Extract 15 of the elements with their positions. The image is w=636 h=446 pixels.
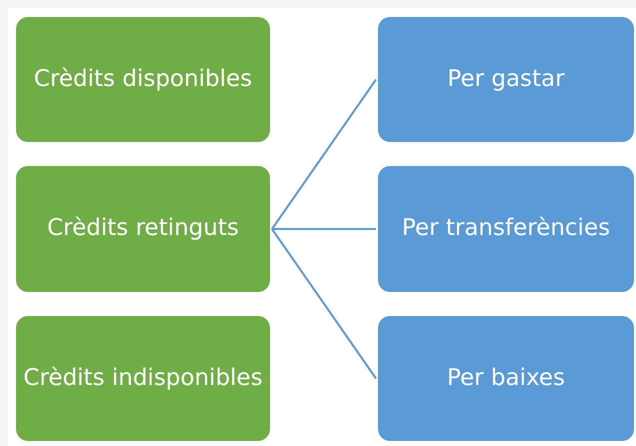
box-label: Per baixes <box>446 364 566 393</box>
box-label: Crèdits retinguts <box>47 214 239 244</box>
connector-line <box>271 228 377 380</box>
box-label: Crèdits indisponibles <box>23 364 263 393</box>
connector-line <box>271 78 377 230</box>
rounded-box <box>16 166 270 292</box>
rounded-box <box>16 17 270 142</box>
rounded-box <box>378 166 634 292</box>
rounded-box <box>378 17 634 142</box>
connector-line <box>272 228 376 230</box>
box-label: Per transferències <box>402 214 610 244</box>
box-label: Per gastar <box>447 64 565 94</box>
rounded-box <box>16 316 270 441</box>
rounded-box <box>378 316 634 441</box>
box-label: Crèdits disponibles <box>34 64 252 94</box>
